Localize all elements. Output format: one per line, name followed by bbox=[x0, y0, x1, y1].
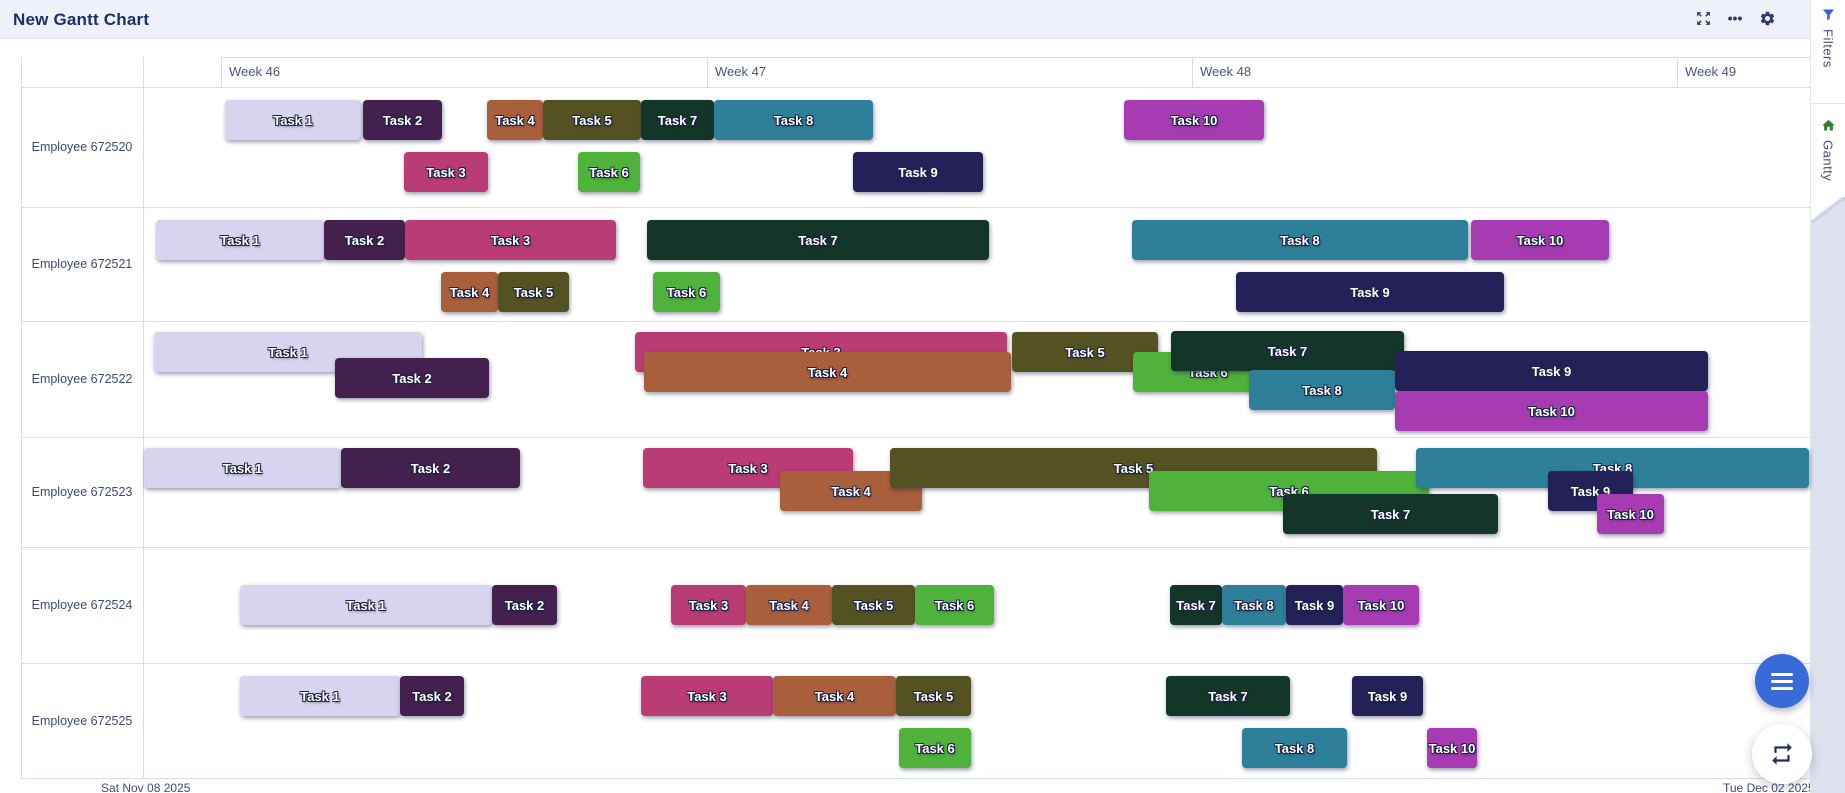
task-bar[interactable]: Task 4 bbox=[773, 676, 896, 716]
timeline-start-date: Sat Nov 08 2025 bbox=[101, 781, 191, 793]
task-bar[interactable]: Task 3 bbox=[671, 585, 746, 625]
task-bar[interactable]: Task 4 bbox=[644, 352, 1011, 392]
task-bar[interactable]: Task 4 bbox=[746, 585, 832, 625]
task-bar[interactable]: Task 1 bbox=[144, 448, 341, 488]
employee-label: Employee 672522 bbox=[31, 372, 133, 386]
task-bar[interactable]: Task 3 bbox=[641, 676, 773, 716]
task-bar[interactable]: Task 2 bbox=[324, 220, 405, 260]
week-separator bbox=[1677, 57, 1678, 87]
expand-fullscreen-icon[interactable] bbox=[1692, 7, 1714, 29]
task-bar[interactable]: Task 8 bbox=[1132, 220, 1468, 260]
timeline-end-date: Tue Dec 02 2025 bbox=[1723, 781, 1815, 793]
task-bar[interactable]: Task 7 bbox=[1171, 331, 1404, 371]
task-bar[interactable]: Task 7 bbox=[647, 220, 989, 260]
task-bar[interactable]: Task 10 bbox=[1427, 728, 1477, 768]
task-bar[interactable]: Task 9 bbox=[1395, 351, 1708, 391]
task-bar[interactable]: Task 1 bbox=[225, 100, 361, 140]
employee-label: Employee 672523 bbox=[31, 485, 133, 499]
task-bar[interactable]: Task 10 bbox=[1471, 220, 1609, 260]
menu-fab-button[interactable] bbox=[1755, 654, 1809, 708]
task-bar[interactable]: Task 2 bbox=[492, 585, 557, 625]
row-border bbox=[21, 437, 1810, 438]
row-border bbox=[21, 207, 1810, 208]
task-bar[interactable]: Task 9 bbox=[1286, 585, 1343, 625]
task-bar[interactable]: Task 3 bbox=[404, 152, 488, 192]
task-bar[interactable]: Task 2 bbox=[400, 676, 464, 716]
employee-label: Employee 672520 bbox=[31, 140, 133, 154]
task-bar[interactable]: Task 2 bbox=[341, 448, 520, 488]
tab-gantty-label: Gantty bbox=[1820, 140, 1836, 182]
task-bar[interactable]: Task 3 bbox=[405, 220, 616, 260]
task-bar[interactable]: Task 2 bbox=[335, 358, 489, 398]
row-border bbox=[21, 321, 1810, 322]
task-bar[interactable]: Task 6 bbox=[578, 152, 640, 192]
task-bar[interactable]: Task 6 bbox=[915, 585, 994, 625]
row-border bbox=[21, 547, 1810, 548]
task-bar[interactable]: Task 5 bbox=[832, 585, 915, 625]
task-bar[interactable]: Task 8 bbox=[714, 100, 873, 140]
row-border bbox=[21, 778, 1810, 779]
task-bar[interactable]: Task 6 bbox=[899, 728, 971, 768]
week-separator bbox=[221, 57, 222, 87]
task-bar[interactable]: Task 10 bbox=[1124, 100, 1264, 140]
more-options-icon[interactable]: ••• bbox=[1727, 10, 1743, 26]
task-bar[interactable]: Task 2 bbox=[363, 100, 442, 140]
week-header-label: Week 47 bbox=[715, 64, 767, 79]
task-bar[interactable]: Task 5 bbox=[498, 272, 569, 312]
task-bar[interactable]: Task 5 bbox=[896, 676, 971, 716]
grid-left-border bbox=[21, 57, 22, 778]
toolbar-icon-group: ••• bbox=[1692, 7, 1778, 29]
filter-funnel-icon bbox=[1822, 9, 1834, 21]
tab-filters-label: Filters bbox=[1820, 29, 1836, 68]
repeat-arrows-icon bbox=[1772, 743, 1792, 765]
task-bar[interactable]: Task 7 bbox=[641, 100, 714, 140]
tab-rail-background bbox=[1811, 0, 1845, 197]
task-bar[interactable]: Task 10 bbox=[1597, 494, 1664, 534]
tab-rail-fold-corner bbox=[1811, 197, 1845, 223]
task-bar[interactable]: Task 10 bbox=[1395, 391, 1708, 431]
week-header-label: Week 48 bbox=[1200, 64, 1252, 79]
week-header-label: Week 49 bbox=[1685, 64, 1737, 79]
swap-view-fab-button[interactable] bbox=[1752, 724, 1812, 784]
task-bar[interactable]: Task 5 bbox=[543, 100, 641, 140]
employee-label: Employee 672521 bbox=[31, 257, 133, 271]
task-bar[interactable]: Task 1 bbox=[156, 220, 324, 260]
tab-filters[interactable]: Filters bbox=[1811, 7, 1845, 68]
week-separator bbox=[1192, 57, 1193, 87]
tab-gantty[interactable]: Gantty bbox=[1811, 118, 1845, 181]
hamburger-icon bbox=[1771, 672, 1793, 690]
task-bar[interactable]: Task 8 bbox=[1242, 728, 1347, 768]
task-bar[interactable]: Task 9 bbox=[1352, 676, 1423, 716]
task-bar[interactable]: Task 8 bbox=[1222, 585, 1286, 625]
task-bar[interactable]: Task 7 bbox=[1283, 494, 1498, 534]
task-bar[interactable]: Task 7 bbox=[1170, 585, 1222, 625]
label-column-border bbox=[143, 57, 144, 778]
employee-label: Employee 672525 bbox=[31, 713, 133, 728]
task-bar[interactable]: Task 4 bbox=[487, 100, 543, 140]
week-separator bbox=[707, 57, 708, 87]
task-bar[interactable]: Task 9 bbox=[1236, 272, 1504, 312]
settings-gear-icon[interactable] bbox=[1756, 7, 1778, 29]
timeline-header-top-border bbox=[221, 57, 1810, 58]
task-bar[interactable]: Task 1 bbox=[240, 676, 400, 716]
task-bar[interactable]: Task 8 bbox=[1249, 370, 1395, 410]
task-bar[interactable]: Task 7 bbox=[1166, 676, 1290, 716]
employee-label: Employee 672524 bbox=[31, 598, 133, 612]
task-bar[interactable]: Task 1 bbox=[240, 585, 492, 625]
task-bar[interactable]: Task 9 bbox=[853, 152, 983, 192]
right-tab-rail: Filters Gantty bbox=[1810, 0, 1845, 793]
task-bar[interactable]: Task 4 bbox=[441, 272, 498, 312]
timeline-header-bottom-border bbox=[21, 87, 1810, 88]
tab-divider bbox=[1811, 103, 1845, 104]
home-icon bbox=[1821, 119, 1835, 131]
week-header-label: Week 46 bbox=[229, 64, 281, 79]
task-bar[interactable]: Task 10 bbox=[1343, 585, 1419, 625]
top-toolbar: New Gantt Chart ••• bbox=[0, 0, 1810, 39]
task-bar[interactable]: Task 6 bbox=[653, 272, 720, 312]
row-border bbox=[21, 663, 1810, 664]
page-title: New Gantt Chart bbox=[13, 10, 150, 29]
